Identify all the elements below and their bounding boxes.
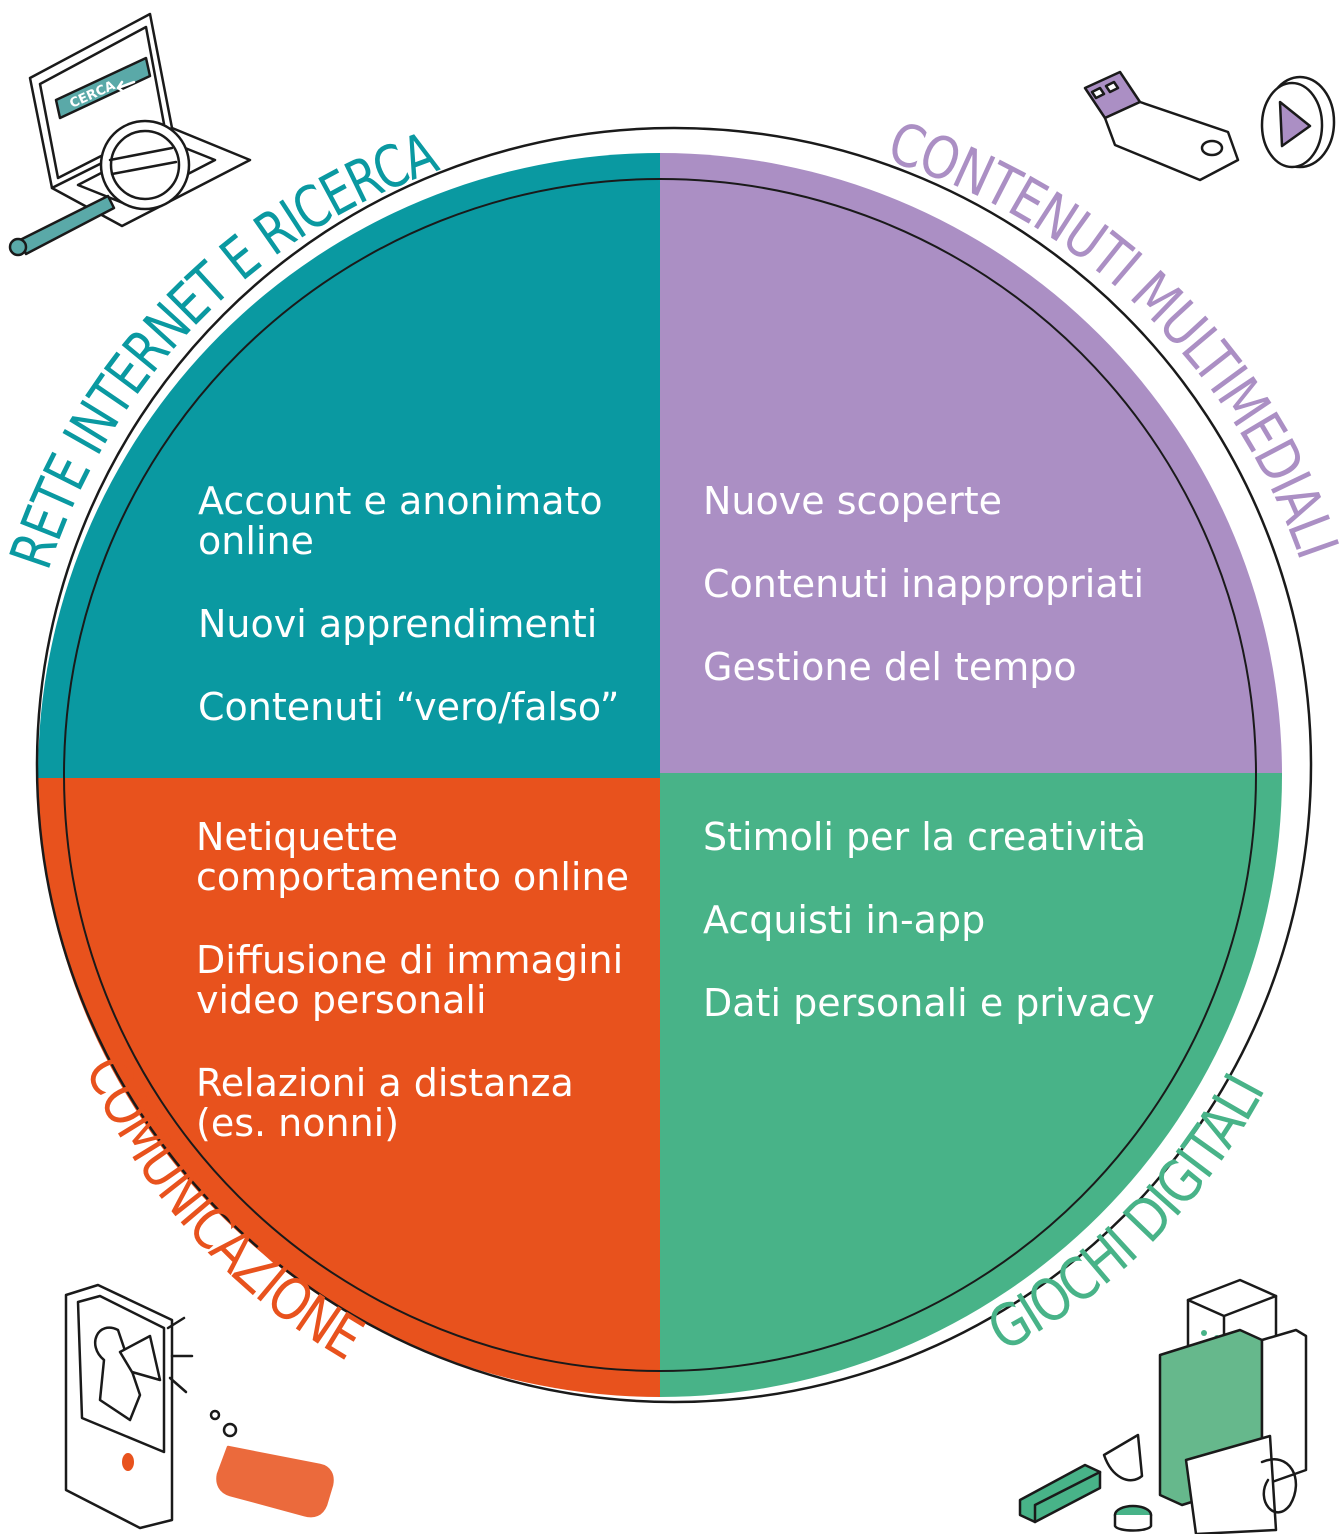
teal-topics: Account e anonimato online Nuovi apprend… xyxy=(198,481,638,727)
topic-acquisti-in-app: Acquisti in-app xyxy=(703,898,986,942)
topic-nuovi-apprendimenti: Nuovi apprendimenti xyxy=(198,602,598,646)
topic-account-anonimato: Account e anonimato online xyxy=(198,479,603,563)
purple-topics: Nuove scoperte Contenuti inappropriati G… xyxy=(703,481,1173,687)
green-topics: Stimoli per la creatività Acquisti in-ap… xyxy=(703,817,1173,1023)
topic-relazioni-distanza: Relazioni a distanza (es. nonni) xyxy=(196,1061,574,1145)
inner-ring xyxy=(63,178,1257,1372)
usb-drive-play-icon xyxy=(1083,70,1336,182)
topic-gestione-tempo: Gestione del tempo xyxy=(703,645,1077,689)
topic-stimoli-creativita: Stimoli per la creatività xyxy=(703,815,1147,859)
phone-megaphone-icon xyxy=(64,1283,334,1530)
laptop-search-icon: CERCA xyxy=(8,12,252,257)
topic-dati-personali-privacy: Dati personali e privacy xyxy=(703,981,1155,1025)
topic-diffusione-immagini: Diffusione di immagini video personali xyxy=(196,938,624,1022)
robot-toys-icon xyxy=(1018,1278,1308,1534)
topic-contenuti-vero-falso: Contenuti “vero/falso” xyxy=(198,685,620,729)
topic-contenuti-inappropriati: Contenuti inappropriati xyxy=(703,562,1145,606)
topic-nuove-scoperte: Nuove scoperte xyxy=(703,479,1003,523)
topic-netiquette: Netiquette comportamento online xyxy=(196,815,629,899)
outer-ring xyxy=(35,126,1313,1404)
orange-topics: Netiquette comportamento online Diffusio… xyxy=(196,817,641,1143)
